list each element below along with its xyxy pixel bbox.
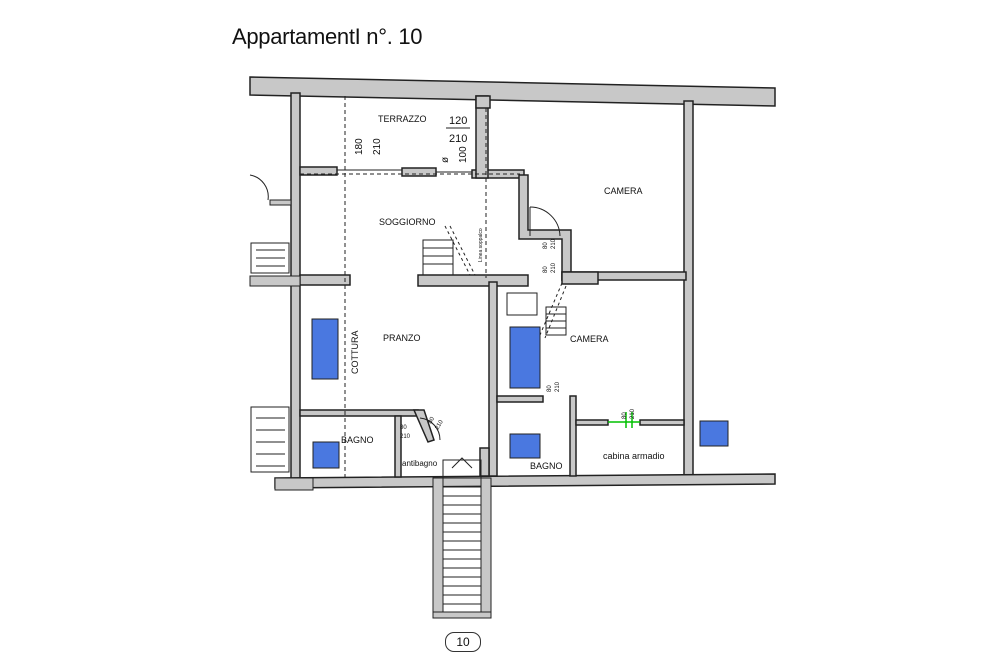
dim-210b: 210 [449, 133, 467, 145]
room-label-bagno-left: BAGNO [341, 435, 374, 445]
bagno-left-wall [299, 409, 419, 417]
left-wall [290, 92, 301, 486]
room-label-terrazzo: TERRAZZO [378, 114, 427, 124]
door2-height: 210 [551, 262, 557, 273]
room-label-camera-top: CAMERA [604, 186, 643, 196]
entry-stair [432, 457, 492, 619]
room-label-cottura: COTTURA [350, 331, 360, 375]
dim-210a: 210 [372, 138, 383, 155]
stair-arrow [451, 457, 473, 469]
page-number-badge: 10 [445, 632, 481, 652]
right-wall [683, 100, 694, 480]
terrace-wall-left [299, 166, 338, 176]
dim-120: 120 [449, 115, 467, 127]
room-label-soggiorno: SOGGIORNO [379, 217, 436, 227]
room-label-pranzo: PRANZO [383, 333, 421, 343]
door6-height: 210 [630, 408, 636, 419]
door6-width: 80 [622, 412, 628, 419]
left-annex-stairs-bottom [250, 406, 290, 473]
dashed-lines [300, 96, 520, 478]
door1-width: 80 [543, 242, 549, 249]
cottura-counter [311, 318, 339, 380]
bagno-left-fixture [312, 441, 340, 469]
dim-180: 180 [354, 138, 365, 155]
stair-wall-bottom [432, 611, 492, 619]
cabina-top-wall-right [639, 419, 685, 426]
terrace-wall-mid [401, 167, 437, 177]
stair-flight [442, 459, 482, 613]
green-marks [608, 412, 640, 428]
fixtures [311, 318, 729, 469]
corridor-wall [518, 174, 572, 281]
door4-height: 210 [435, 419, 446, 431]
pranzo-camera-wall [488, 281, 498, 477]
door3-height: 210 [555, 381, 561, 392]
top-wall [249, 76, 776, 107]
room-label-camera-mid: CAMERA [570, 334, 609, 344]
left-annex-stairs-top [250, 242, 290, 274]
plan-title: AppartamentI n°. 10 [232, 24, 423, 49]
camera-bed [509, 326, 541, 389]
room-label-antibagno: antibagno [402, 459, 438, 468]
bottom-wall [274, 473, 776, 489]
camera-bagno-wall [496, 395, 544, 403]
stair-wall-right [480, 477, 492, 616]
room-label-cabina: cabina armadio [603, 451, 665, 461]
antibagno-wall [394, 415, 402, 478]
label-linea-soppalco: Linea soppalco [478, 228, 484, 262]
bagno-right-fixture [509, 433, 541, 459]
door-swings [337, 169, 561, 441]
bagno-right-jamb [479, 447, 490, 477]
soggiorno-partition [417, 274, 529, 287]
outside-fixture [699, 420, 729, 447]
antibagno-door-jamb [412, 409, 435, 443]
stair-wall-left [432, 477, 444, 616]
left-annex-ledge [249, 275, 301, 287]
door5-width: 80 [400, 425, 407, 431]
door5-height: 210 [400, 434, 411, 440]
walls [249, 76, 776, 489]
left-annex-footing [274, 477, 314, 491]
left-annex-wall-top [269, 199, 292, 206]
door3-width: 80 [547, 385, 553, 392]
left-annex [249, 174, 314, 491]
dim-oslash: ø [440, 157, 451, 163]
door2-width: 80 [543, 266, 549, 273]
dim-100: 100 [458, 146, 469, 163]
room-label-bagno-right: BAGNO [530, 461, 563, 471]
door1-height: 210 [551, 238, 557, 249]
stair-treads [443, 477, 481, 605]
cottura-partition [299, 274, 351, 286]
soggiorno-stair [422, 225, 476, 276]
camera-stair [506, 282, 567, 339]
cabina-top-wall [575, 419, 609, 426]
door4-width: 80 [428, 416, 437, 425]
camera-furniture [506, 292, 538, 316]
terrace-column-cap [475, 95, 491, 109]
bagno-cabina-wall [569, 395, 577, 477]
camera-top-wall-left [561, 271, 599, 285]
